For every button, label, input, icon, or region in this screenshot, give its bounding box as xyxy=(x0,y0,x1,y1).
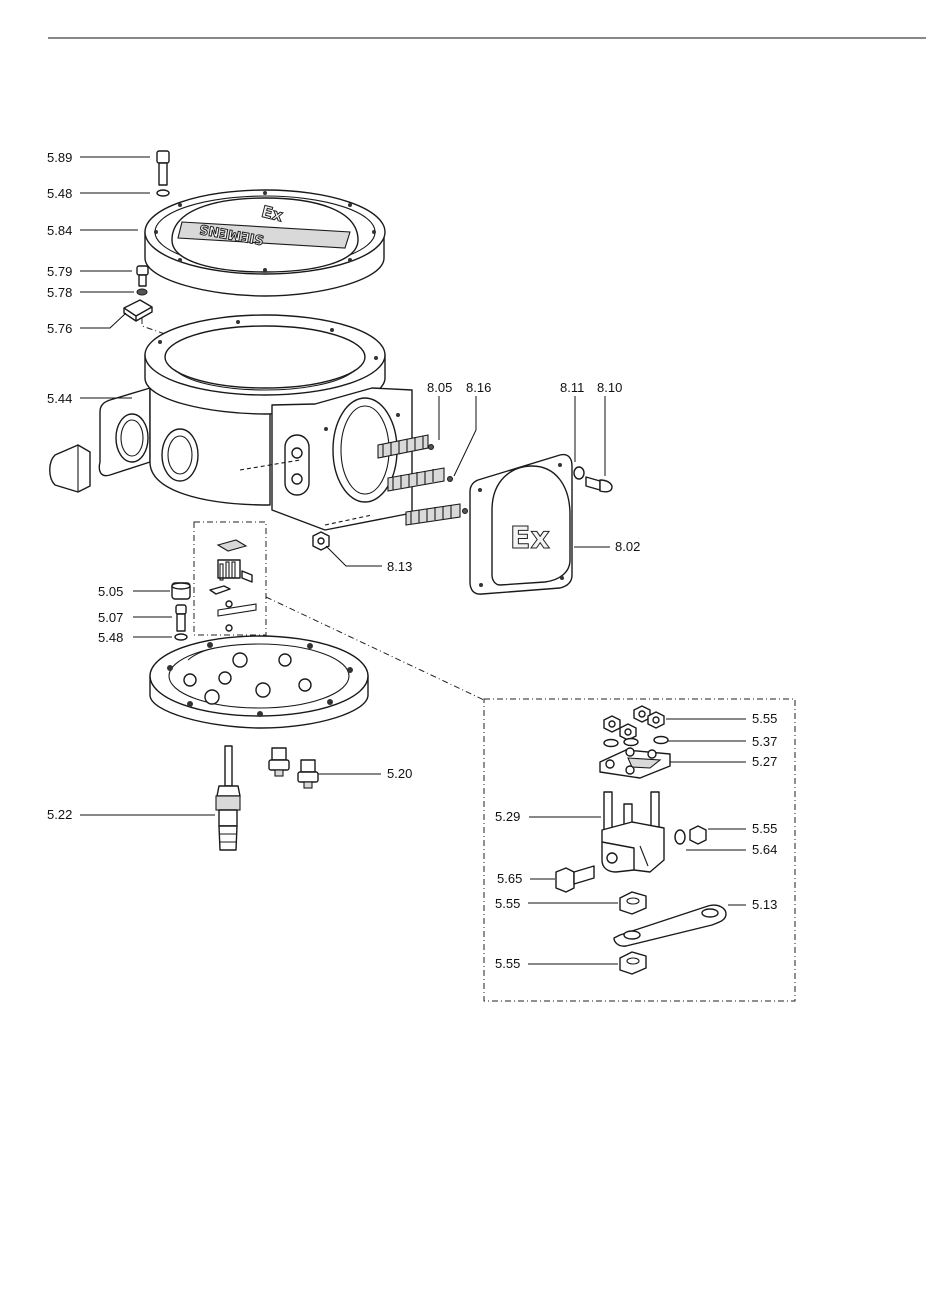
callout-5-07: 5.07 xyxy=(98,610,123,625)
small-contact-assembly xyxy=(210,540,256,631)
cover-screw xyxy=(157,151,169,185)
terminal-strip-lower xyxy=(406,504,460,525)
callout-5-37: 5.37 xyxy=(752,734,777,749)
callout-8-16: 8.16 xyxy=(466,380,491,395)
callout-8-13: 8.13 xyxy=(387,559,412,574)
callout-5-78: 5.78 xyxy=(47,285,72,300)
callout-8-05: 8.05 xyxy=(427,380,452,395)
callout-5-89: 5.89 xyxy=(47,150,72,165)
callout-5-27: 5.27 xyxy=(752,754,777,769)
callout-5-84: 5.84 xyxy=(47,223,72,238)
terminal-block xyxy=(602,792,664,872)
callout-8-11: 8.11 xyxy=(560,380,584,395)
sensor-washer-5-48 xyxy=(175,634,187,640)
callout-5-65: 5.65 xyxy=(497,871,522,886)
cable-gland-left xyxy=(269,748,289,776)
enclosure-cover: Ex SIEMENS xyxy=(145,190,385,296)
hex-nut-bottom xyxy=(620,952,646,974)
contact-plate xyxy=(600,748,670,778)
callout-5-29: 5.29 xyxy=(495,809,520,824)
callout-5-20: 5.20 xyxy=(387,766,412,781)
callout-5-55-right: 5.55 xyxy=(752,821,777,836)
washers-top xyxy=(604,737,668,747)
callout-5-05: 5.05 xyxy=(98,584,123,599)
hex-bolt xyxy=(556,866,594,892)
callout-5-64: 5.64 xyxy=(752,842,777,857)
ground-washer xyxy=(137,289,147,295)
hex-nut-middle xyxy=(620,892,646,914)
callout-8-02: 8.02 xyxy=(615,539,640,554)
side-cover-screw xyxy=(586,477,612,492)
callout-5-55-top: 5.55 xyxy=(752,711,777,726)
sensor-screw-5-07 xyxy=(176,605,186,631)
callout-5-13: 5.13 xyxy=(752,897,777,912)
ground-clip xyxy=(124,300,152,321)
sensor-screw-5-05 xyxy=(172,583,190,599)
blanking-plug xyxy=(50,445,90,492)
main-housing xyxy=(99,315,412,530)
lock-washer xyxy=(675,830,685,844)
callout-5-22: 5.22 xyxy=(47,807,72,822)
side-cover-ex-emblem: Ex xyxy=(510,521,550,556)
callout-5-44: 5.44 xyxy=(47,391,72,406)
callout-8-10: 8.10 xyxy=(597,380,622,395)
ground-screw xyxy=(137,266,148,286)
side-cover: Ex xyxy=(470,455,572,595)
side-hex-nut xyxy=(690,826,706,844)
callout-5-48-lower: 5.48 xyxy=(98,630,123,645)
callout-5-48-top: 5.48 xyxy=(47,186,72,201)
cable-gland-right xyxy=(298,760,318,788)
callout-5-79: 5.79 xyxy=(47,264,72,279)
side-cover-washer xyxy=(574,467,584,479)
callout-5-55-bottom: 5.55 xyxy=(495,956,520,971)
base-plate xyxy=(150,636,368,728)
callout-5-55-middle: 5.55 xyxy=(495,896,520,911)
cover-washer xyxy=(157,190,169,196)
sensor-probe xyxy=(216,746,240,850)
hex-nuts-top xyxy=(604,706,664,740)
callout-5-76: 5.76 xyxy=(47,321,72,336)
